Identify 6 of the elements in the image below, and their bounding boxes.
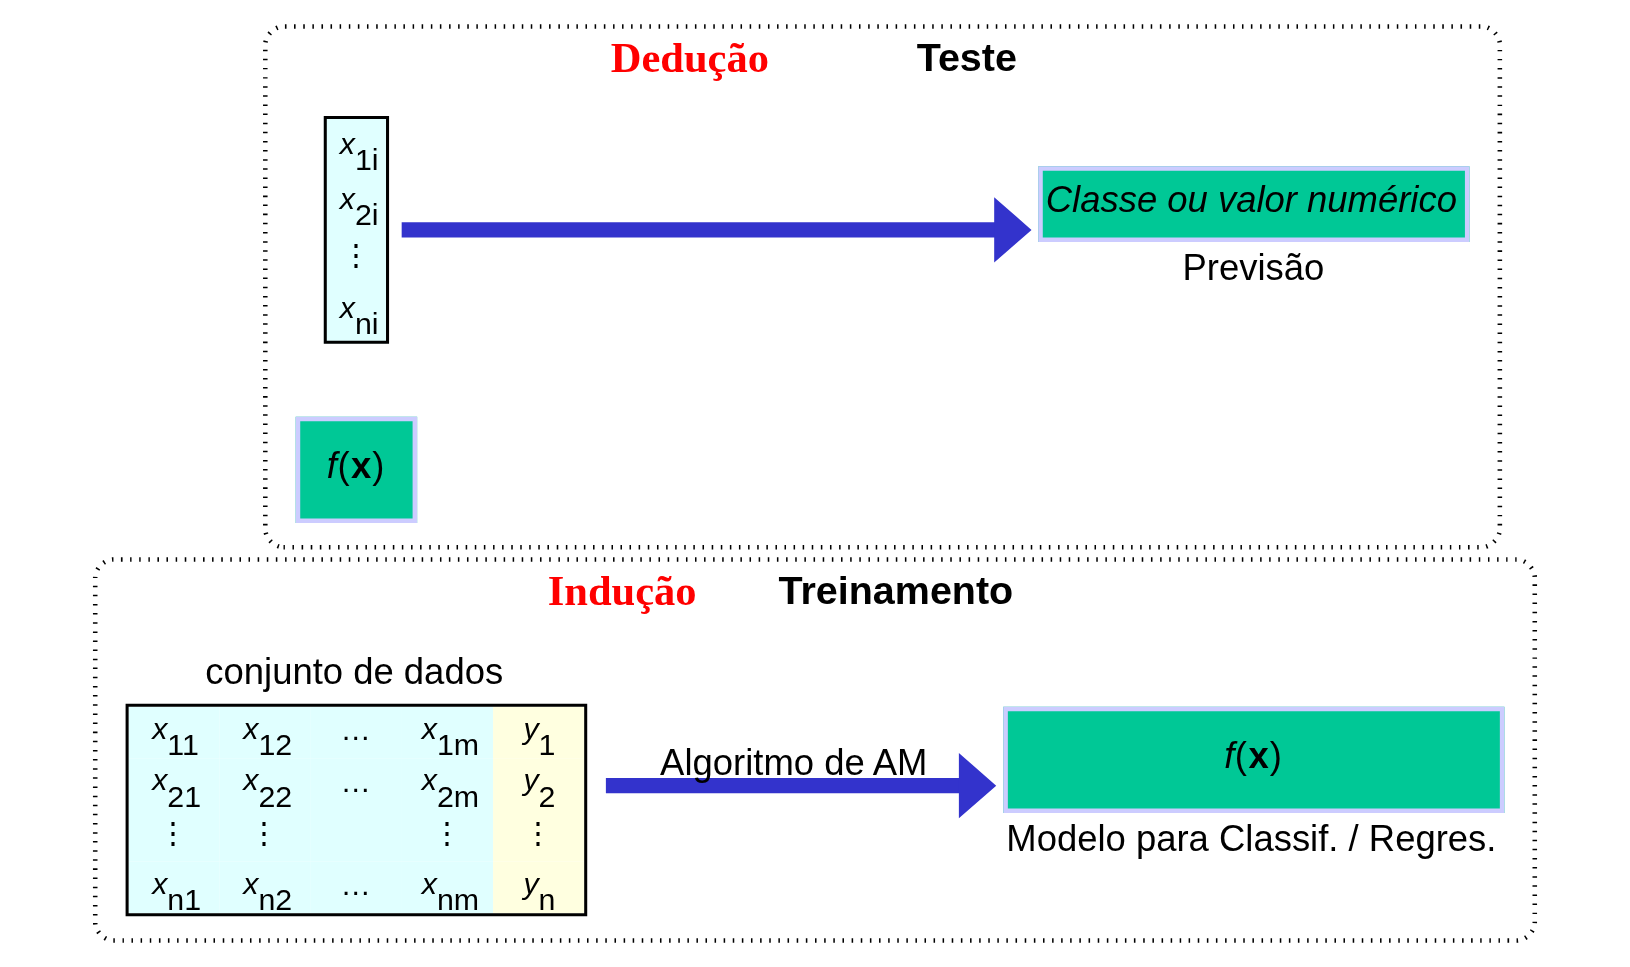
node-label: conjunto de dados bbox=[205, 651, 504, 693]
edge-label: Algoritmo de AM bbox=[660, 742, 928, 784]
node-label: Modelo para Classif. / Regres. bbox=[1006, 818, 1497, 860]
node-label: Previsão bbox=[1182, 247, 1325, 289]
arrow bbox=[401, 197, 1032, 263]
arrow bbox=[605, 753, 997, 819]
